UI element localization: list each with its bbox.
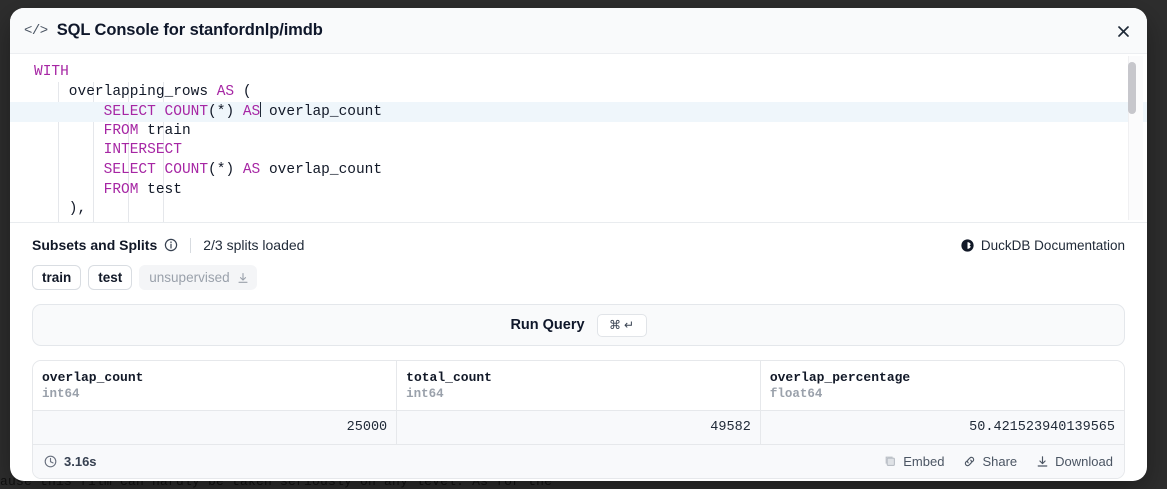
table-cell: 49582 (396, 410, 761, 445)
split-chip-label: train (42, 270, 72, 285)
column-name: overlap_count (42, 370, 144, 385)
clock-icon (44, 455, 57, 468)
sql-identifier: overlap_count (260, 161, 383, 178)
query-runtime: 3.16s (44, 454, 97, 469)
embed-label: Embed (903, 454, 945, 469)
page-title: SQL Console for stanfordnlp/imdb (56, 21, 323, 39)
table-cell: 50.421523940139565 (760, 410, 1124, 445)
results-footer: 3.16s Embed Share Download (33, 445, 1124, 478)
sql-identifier (34, 142, 104, 158)
column-name: overlap_percentage (769, 370, 911, 385)
split-chip-label: unsupervised (149, 270, 230, 285)
download-label: Download (1055, 454, 1113, 469)
sql-keyword: AS (242, 161, 261, 178)
column-type: int64 (406, 387, 444, 401)
code-line[interactable]: WITH (10, 63, 1147, 83)
sql-keyword: SELECT COUNT (103, 161, 209, 178)
download-icon[interactable] (237, 272, 249, 284)
sql-console-modal: </> SQL Console for stanfordnlp/imdb WIT… (10, 8, 1147, 481)
sql-identifier: ), (34, 201, 87, 218)
sql-keyword: INTERSECT (103, 142, 182, 159)
sql-identifier: (*) (208, 161, 243, 178)
divider (190, 237, 192, 253)
modal-header: </> SQL Console for stanfordnlp/imdb (10, 8, 1147, 54)
results-actions: Embed Share Download (884, 454, 1113, 469)
code-line[interactable]: SELECT COUNT(*) AS overlap_count (10, 161, 1147, 181)
column-name: total_count (406, 370, 492, 385)
sql-identifier (34, 182, 104, 198)
run-query-shortcut-badge: ⌘ ↵ (596, 313, 647, 337)
duckdb-logo-icon (961, 238, 974, 252)
sql-identifier (34, 104, 104, 120)
link-icon (963, 455, 976, 468)
sql-identifier: overlapping_rows (34, 83, 217, 100)
splits-loaded-status: 2/3 splits loaded (203, 237, 305, 253)
column-header[interactable]: overlap_count int64 (33, 361, 398, 411)
sql-keyword: AS (216, 83, 235, 100)
code-icon: </> (24, 22, 48, 39)
sql-keyword: AS (242, 104, 261, 121)
run-query-label: Run Query (510, 317, 585, 333)
split-chip-train[interactable]: train (32, 265, 82, 290)
editor-scrollbar[interactable] (1128, 56, 1143, 220)
cmd-key-icon: ⌘ (609, 318, 622, 332)
sql-identifier: overlap_count (260, 104, 383, 121)
sql-identifier: test (138, 181, 182, 198)
subsets-and-splits-section: Subsets and Splits 2/3 splits loaded Duc… (10, 223, 1147, 290)
text-cursor (260, 102, 262, 118)
sql-identifier (34, 123, 104, 139)
splits-title: Subsets and Splits (32, 237, 158, 253)
run-query-button[interactable]: Run Query ⌘ ↵ (32, 304, 1125, 346)
sql-keyword: SELECT COUNT (103, 104, 209, 121)
splits-header: Subsets and Splits 2/3 splits loaded Duc… (32, 235, 1125, 255)
code-line[interactable]: INTERSECT (10, 141, 1147, 161)
split-chip-unsupervised[interactable]: unsupervised (139, 265, 257, 290)
code-line[interactable]: overlapping_rows AS ( (10, 83, 1147, 103)
share-label: Share (982, 454, 1018, 469)
column-header[interactable]: total_count int64 (396, 361, 761, 411)
code-line[interactable]: FROM test (10, 181, 1147, 201)
copy-icon (884, 455, 897, 468)
splits-chip-list: train test unsupervised (32, 265, 1125, 290)
table-cell: 25000 (33, 410, 398, 445)
sql-identifier: ( (234, 83, 252, 100)
embed-button[interactable]: Embed (884, 454, 944, 469)
column-type: int64 (42, 387, 80, 401)
duckdb-documentation-label: DuckDB Documentation (980, 237, 1125, 253)
code-line[interactable]: ), (10, 200, 1147, 220)
sql-identifier: train (138, 122, 191, 139)
info-icon[interactable] (164, 238, 178, 252)
sql-keyword: WITH (34, 64, 69, 80)
sql-editor-content[interactable]: WITH overlapping_rows AS ( SELECT COUNT(… (10, 54, 1147, 220)
split-chip-label: test (98, 270, 123, 285)
split-chip-test[interactable]: test (88, 265, 133, 290)
sql-identifier (34, 162, 104, 178)
column-type: float64 (769, 387, 823, 401)
editor-scrollbar-thumb[interactable] (1128, 62, 1136, 114)
code-line[interactable]: SELECT COUNT(*) AS overlap_count (10, 102, 1147, 122)
column-header[interactable]: overlap_percentage float64 (760, 361, 1124, 411)
duckdb-documentation-link[interactable]: DuckDB Documentation (961, 238, 1125, 253)
download-button[interactable]: Download (1036, 454, 1113, 469)
close-icon[interactable] (1109, 17, 1137, 45)
download-icon (1036, 455, 1049, 468)
sql-identifier: (*) (208, 104, 243, 121)
sql-keyword: FROM (103, 181, 139, 198)
share-button[interactable]: Share (963, 454, 1017, 469)
code-line[interactable]: FROM train (10, 122, 1147, 142)
enter-key-icon: ↵ (624, 318, 635, 332)
query-runtime-label: 3.16s (64, 454, 97, 469)
sql-keyword: FROM (103, 122, 139, 139)
sql-editor[interactable]: WITH overlapping_rows AS ( SELECT COUNT(… (10, 54, 1147, 223)
